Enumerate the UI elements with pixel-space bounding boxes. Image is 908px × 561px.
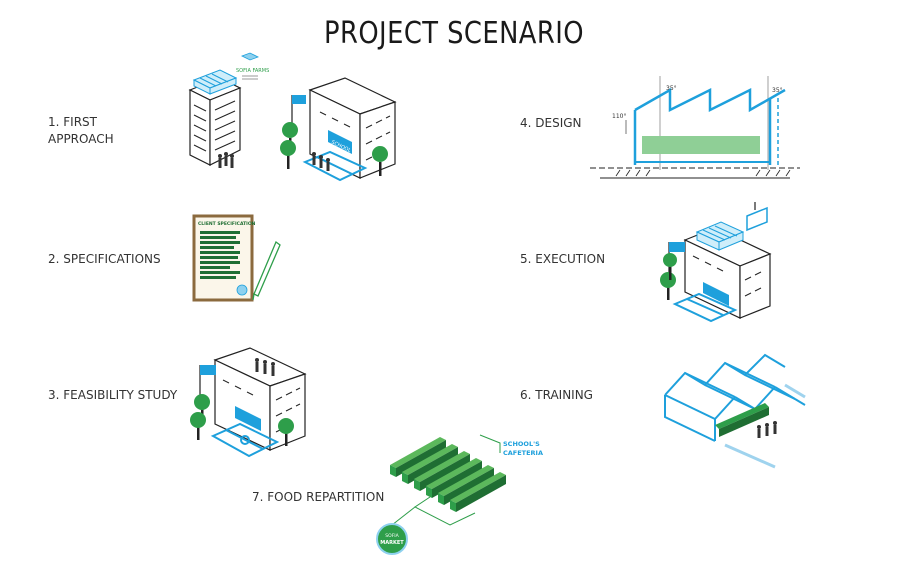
school-sign xyxy=(235,406,261,431)
angle-side-text: 110° xyxy=(612,113,626,120)
flag-icon xyxy=(291,95,306,125)
specifications-illustration: CLIENT SPECIFICATION xyxy=(192,214,281,302)
page-title: PROJECT SCENARIO xyxy=(323,16,585,51)
angle-left-text: 35° xyxy=(666,85,677,92)
cafeteria-label-line1: SCHOOL'S xyxy=(503,440,540,448)
document-icon: CLIENT SPECIFICATION xyxy=(192,214,256,302)
design-illustration: 110° 35° 35° xyxy=(590,76,800,179)
rooftop-greenhouse-icon xyxy=(192,69,238,95)
tree-icon xyxy=(660,253,677,300)
first-approach-illustration: SOFIA FARMS SCHOOL xyxy=(188,52,397,182)
step-food-repartition-label: 7. FOOD REPARTITION xyxy=(252,490,385,504)
market-text-line2: MARKET xyxy=(380,540,404,546)
training-illustration xyxy=(664,353,806,469)
company-tower-icon xyxy=(188,77,242,166)
distribution-lines xyxy=(391,434,501,526)
planter-icon xyxy=(715,403,769,437)
pencil-icon xyxy=(252,240,281,301)
market-text-line1: SOFIA xyxy=(385,533,399,539)
crane-sign-icon xyxy=(746,202,768,232)
greenhouse-frame-icon xyxy=(664,353,806,469)
step-feasibility-study-label: 3. FEASIBILITY STUDY xyxy=(48,388,178,402)
tree-icon xyxy=(280,122,388,176)
people-group-icon xyxy=(218,152,234,168)
people-group-icon xyxy=(255,358,275,376)
playground-icon xyxy=(210,422,280,458)
greenhouse-section-drawing: 110° 35° 35° xyxy=(590,76,800,179)
planter-rows-icon xyxy=(390,437,506,512)
step-execution-label: 5. EXECUTION xyxy=(520,252,606,266)
execution-illustration xyxy=(660,202,772,323)
cafeteria-label-line2: CAFETERIA xyxy=(503,449,543,457)
flag-icon xyxy=(199,365,216,400)
feasibility-study-illustration xyxy=(190,347,307,458)
people-group-icon xyxy=(312,152,330,171)
tree-icon xyxy=(190,394,294,446)
step-specifications-label: 2. SPECIFICATIONS xyxy=(48,252,161,266)
people-group-icon xyxy=(757,421,777,438)
angle-right-text: 35° xyxy=(772,87,783,94)
food-repartition-illustration: SCHOOL'S CAFETERIA SOFIA MARKET xyxy=(376,434,543,555)
step-first-approach-label: 1. FIRST APPROACH xyxy=(48,115,114,146)
brand-logo: SOFIA FARMS xyxy=(236,52,269,80)
client-spec-text: CLIENT SPECIFICATION xyxy=(198,221,256,227)
brand-text: SOFIA FARMS xyxy=(236,68,269,74)
school-sign xyxy=(703,282,729,306)
rooftop-greenhouse-icon xyxy=(695,221,745,251)
playground-icon xyxy=(672,292,738,323)
step-design-label: 4. DESIGN xyxy=(520,116,582,130)
market-badge-icon: SOFIA MARKET xyxy=(376,523,408,555)
step-training-label: 6. TRAINING xyxy=(520,388,593,402)
